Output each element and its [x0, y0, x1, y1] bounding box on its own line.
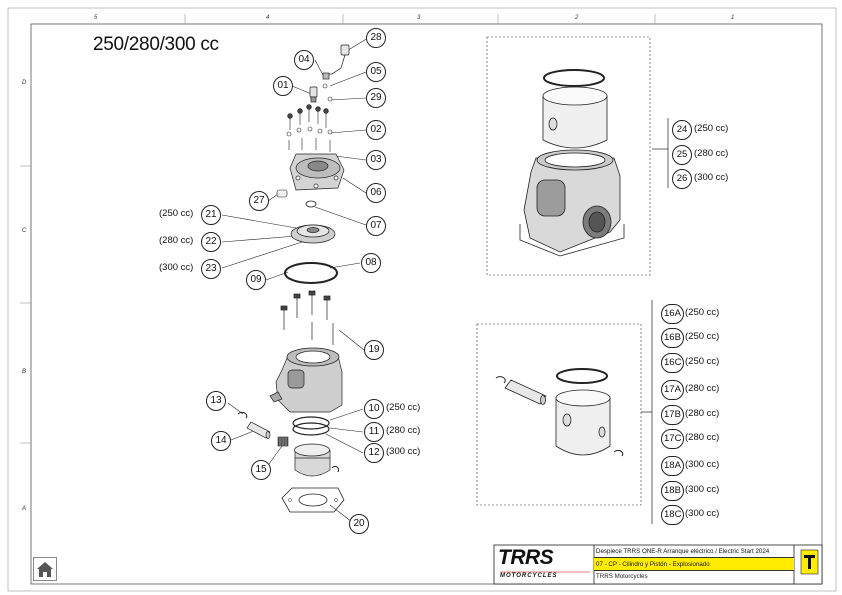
- brand-subtitle: MOTORCYCLES: [500, 573, 558, 579]
- callout-note-12: (300 cc): [386, 446, 421, 457]
- variant-callout-18a: 18A: [661, 456, 684, 477]
- callout-02: 02: [366, 120, 386, 140]
- zone-label-top: 1: [731, 15, 735, 21]
- callout-03: 03: [366, 150, 386, 170]
- zone-label-left: D: [22, 80, 27, 86]
- callout-15: 15: [251, 460, 271, 480]
- variant-cc-label: (300 cc): [685, 483, 720, 495]
- callout-note-10: (250 cc): [386, 402, 421, 413]
- variant-cc-label: (280 cc): [685, 383, 720, 395]
- variant-cc-label: (300 cc): [694, 172, 729, 183]
- brand-logo: TRRS: [498, 546, 554, 569]
- callout-29: 29: [366, 88, 386, 108]
- callout-23: 23: [201, 259, 221, 279]
- home-button[interactable]: [33, 557, 57, 581]
- variant-cc-label: (250 cc): [694, 123, 729, 134]
- variant-cc-label: (280 cc): [694, 147, 729, 159]
- variant-callout-17b: 17B: [661, 404, 684, 425]
- callout-07: 07: [366, 216, 386, 236]
- trrs-shield-icon: [804, 555, 815, 569]
- callout-21: 21: [201, 205, 221, 225]
- zone-label-top: 5: [94, 15, 98, 21]
- callout-20: 20: [349, 514, 369, 534]
- callout-note-11: (280 cc): [386, 425, 421, 436]
- variant-callout-24: 24: [672, 120, 692, 140]
- callout-13: 13: [206, 391, 226, 411]
- zone-label-top: 4: [266, 15, 270, 21]
- callout-note-23: (300 cc): [159, 262, 194, 273]
- home-icon: [37, 562, 53, 577]
- variant-callout-16b: 16B: [661, 328, 684, 349]
- callout-05: 05: [366, 62, 386, 82]
- variant-cc-label: (300 cc): [685, 459, 720, 471]
- callout-10: 10: [364, 399, 384, 419]
- callout-27: 27: [249, 191, 269, 211]
- variant-callout-25: 25: [672, 144, 692, 165]
- callout-11: 11: [364, 422, 384, 442]
- variant-callout-16a: 16A: [661, 304, 684, 324]
- zone-label-top: 2: [575, 15, 579, 21]
- callout-01: 01: [273, 76, 293, 96]
- callout-19: 19: [364, 340, 384, 360]
- zone-label-top: 3: [417, 15, 421, 21]
- title-block-line1: Despiece TRRS ONE-R Arranque eléctrico /…: [594, 546, 794, 558]
- variant-callout-18c: 18C: [661, 505, 685, 526]
- variant-cc-label: (250 cc): [685, 307, 720, 318]
- variant-callout-26: 26: [672, 169, 692, 189]
- zone-label-left: B: [22, 369, 27, 375]
- variant-callout-16c: 16C: [661, 352, 685, 373]
- variant-cc-label: (300 cc): [685, 508, 720, 520]
- callout-08: 08: [361, 253, 381, 273]
- callout-28: 28: [366, 28, 386, 48]
- callout-22: 22: [201, 232, 221, 252]
- variant-cc-label: (280 cc): [685, 432, 720, 443]
- variant-cc-label: (280 cc): [685, 407, 720, 419]
- callout-12: 12: [364, 443, 384, 463]
- page-title: 250/280/300 cc: [93, 34, 219, 55]
- title-block-line2: 07 - CP - Cilindro y Pistón - Explosiona…: [594, 558, 794, 571]
- callout-04: 04: [294, 50, 314, 70]
- zone-label-left: A: [22, 506, 27, 512]
- callout-06: 06: [366, 183, 386, 203]
- variant-callout-18b: 18B: [661, 480, 684, 501]
- title-block-line3: TRRS Motorcycles: [596, 573, 648, 580]
- variant-callout-17c: 17C: [661, 429, 685, 449]
- variant-cc-label: (250 cc): [685, 331, 720, 343]
- callout-09: 09: [246, 270, 266, 290]
- variant-callout-17a: 17A: [661, 380, 684, 401]
- zone-label-left: C: [22, 228, 27, 234]
- callout-note-22: (280 cc): [159, 235, 194, 246]
- variant-cc-label: (250 cc): [685, 355, 720, 367]
- callout-note-21: (250 cc): [159, 208, 194, 219]
- callout-14: 14: [211, 431, 231, 451]
